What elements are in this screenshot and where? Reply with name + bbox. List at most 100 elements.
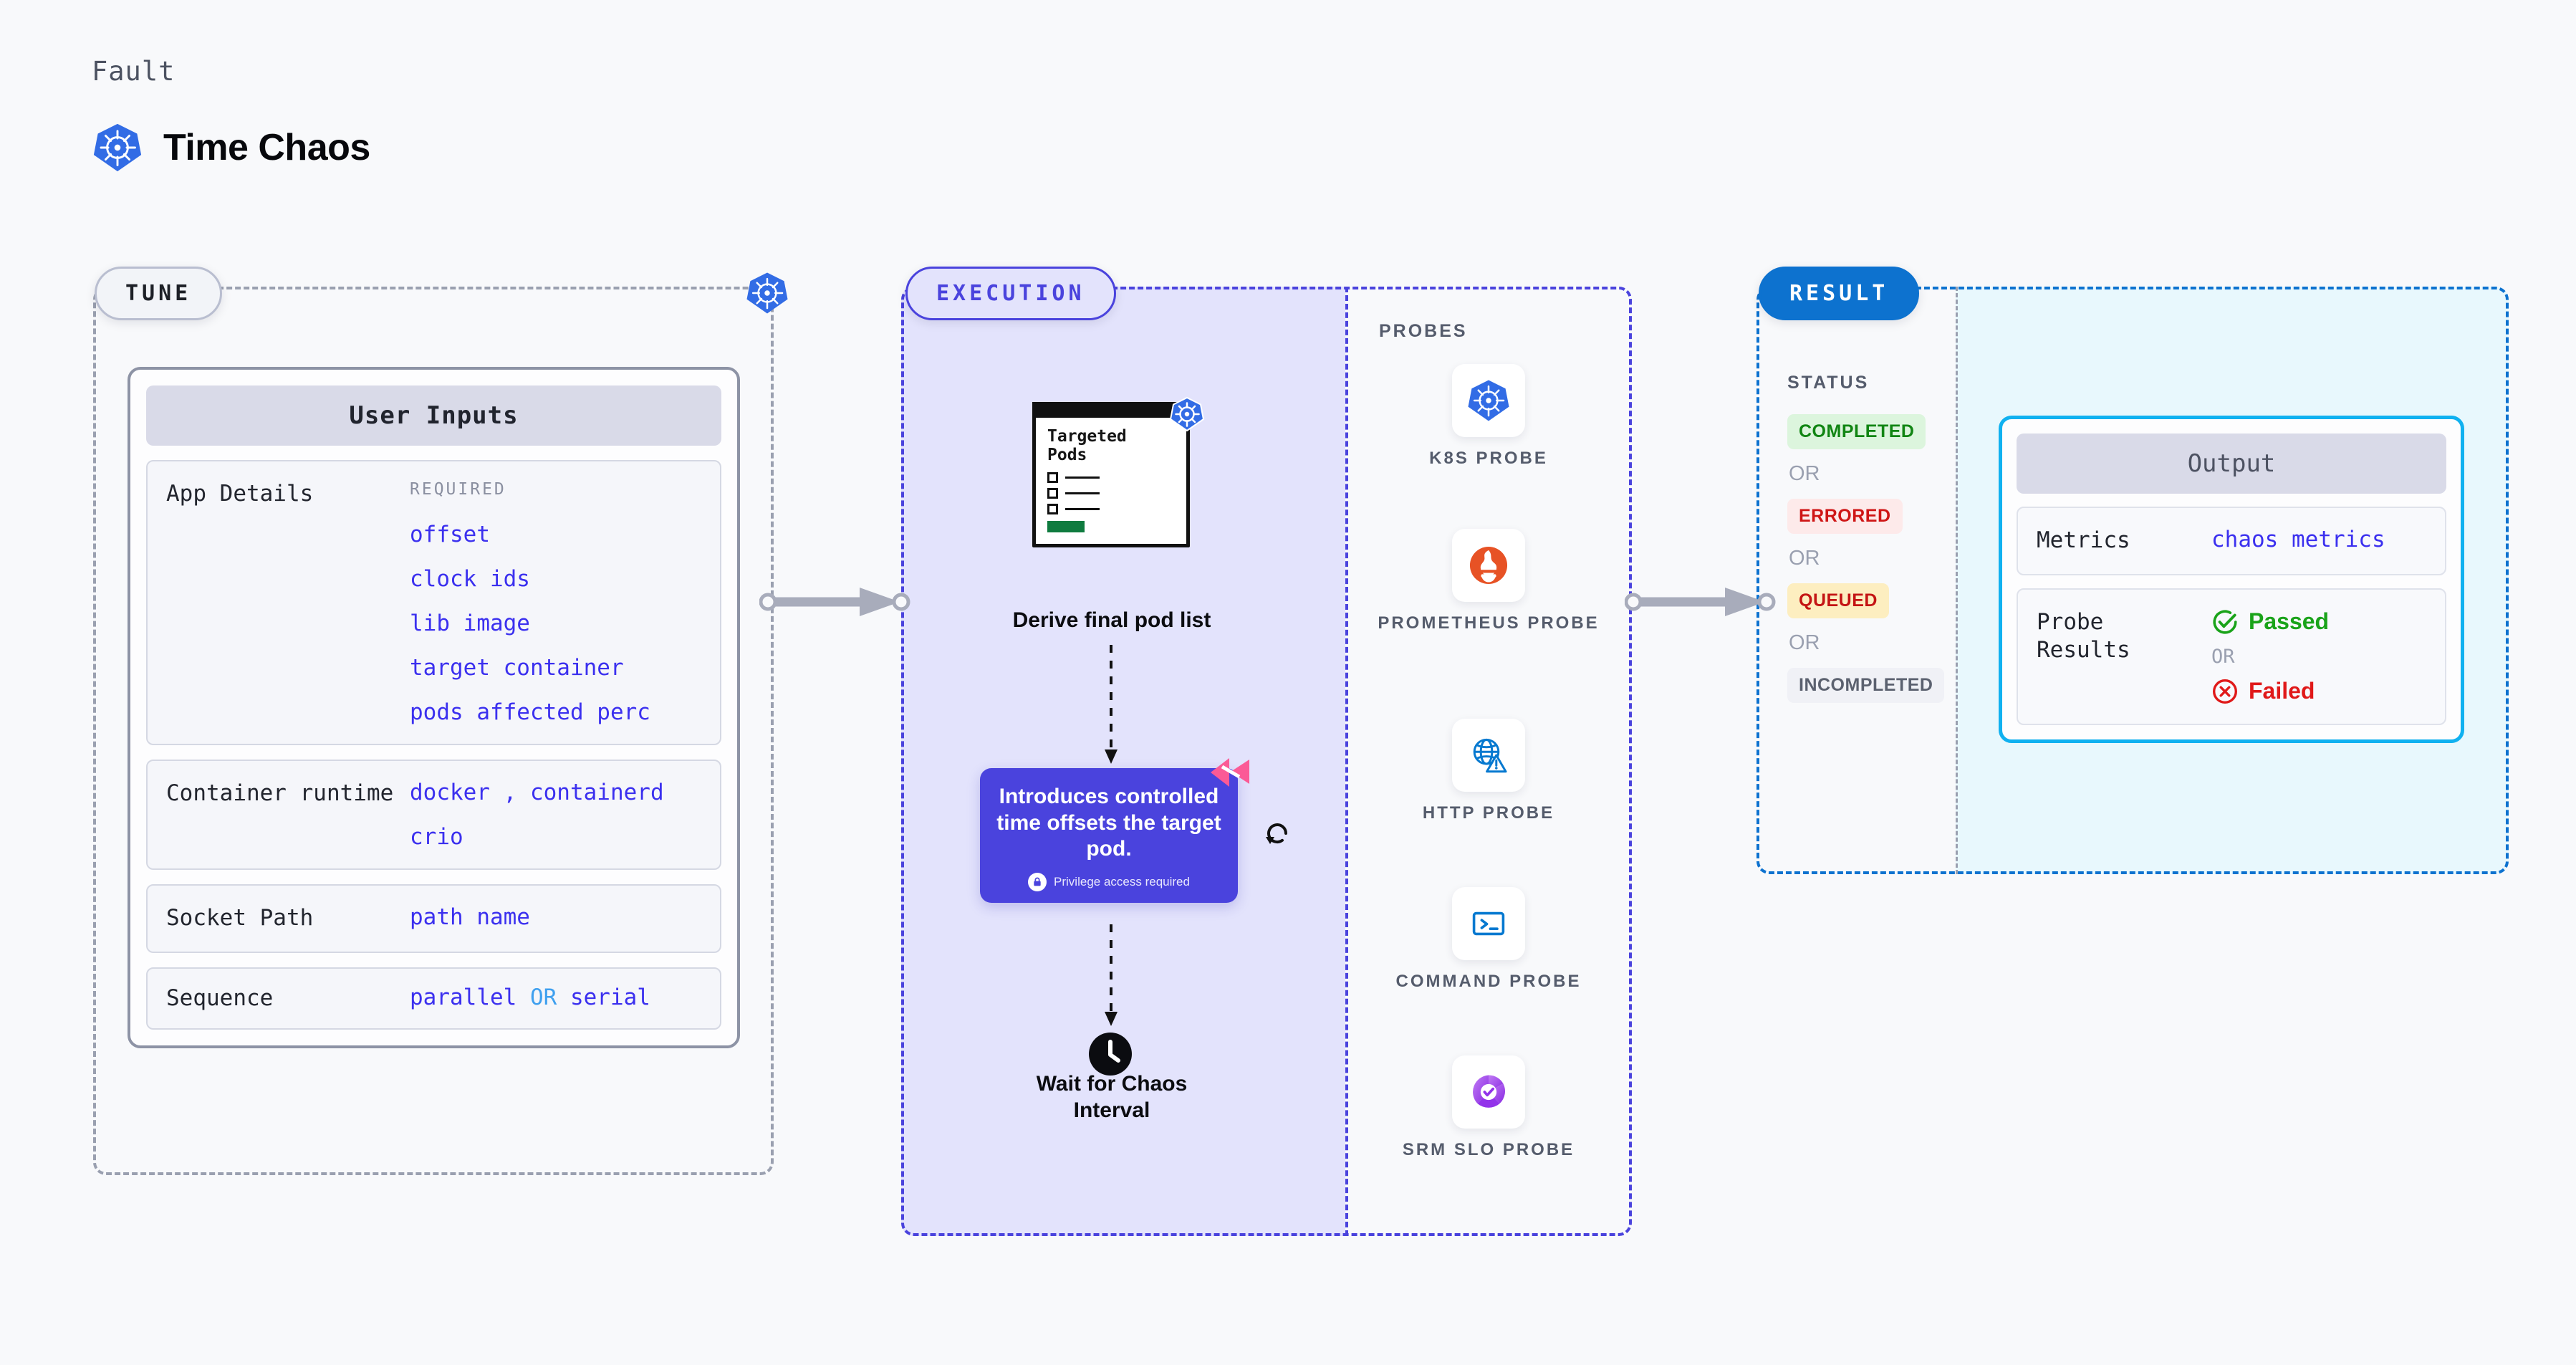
connector-execution-to-result (1625, 588, 1776, 616)
stage-pill-tune[interactable]: TUNE (95, 267, 223, 320)
probe-result-passed: Passed (2211, 608, 2329, 636)
probe-label: PROMETHEUS PROBE (1378, 613, 1600, 633)
fault-kicker: Fault (92, 56, 176, 87)
or-separator: OR (2211, 645, 2235, 668)
output-title: Output (2017, 434, 2446, 494)
status-badge: COMPLETED (1787, 414, 1926, 449)
placeholder-line (1065, 476, 1100, 479)
terminal-icon (1452, 887, 1525, 960)
tune-row-sequence: Sequence parallel OR serial (146, 967, 721, 1030)
stage-pill-result[interactable]: RESULT (1759, 267, 1920, 320)
list-item (1047, 487, 1175, 499)
tune-row-label: App Details (166, 481, 314, 507)
connector-tune-to-execution (759, 588, 910, 616)
status-badge: INCOMPLETED (1787, 668, 1945, 703)
lock-icon (1028, 872, 1047, 891)
list-item (1047, 471, 1175, 483)
probe-label: COMMAND PROBE (1395, 972, 1582, 991)
probe-k8s[interactable]: K8S PROBE (1345, 364, 1632, 469)
kubernetes-icon (745, 271, 789, 315)
output-row-probe-results: Probe Results Passed OR Failed (2017, 588, 2446, 725)
card-titlebar (1032, 402, 1190, 418)
tune-value-or: OR (529, 984, 557, 1010)
tune-row-label: Container runtime (166, 780, 394, 806)
pod-checkbox-list (1047, 471, 1175, 514)
placeholder-line (1065, 492, 1100, 494)
list-item (1047, 503, 1175, 514)
derive-pod-list-caption: Derive final pod list (1012, 608, 1211, 632)
kubernetes-icon (92, 122, 143, 173)
tune-row-label: Socket Path (166, 905, 314, 931)
output-row-value: chaos metrics (2211, 527, 2385, 552)
status-badge: ERRORED (1787, 499, 1903, 534)
clock-icon (1088, 1032, 1133, 1076)
tune-value: docker , containerd (410, 780, 664, 805)
status-list: COMPLETED OR ERRORED OR QUEUED OR INCOMP… (1787, 414, 1945, 703)
output-row-metrics: Metrics chaos metrics (2017, 507, 2446, 575)
required-label: REQUIRED (410, 480, 506, 499)
output-card: Output Metrics chaos metrics Probe Resul… (1999, 416, 2464, 743)
output-row-label: Probe Results (2037, 608, 2130, 664)
tooltip-note: Privilege access required (994, 872, 1224, 891)
probe-label: HTTP PROBE (1422, 803, 1555, 823)
tune-value: path name (410, 904, 530, 930)
probe-label: SRM SLO PROBE (1402, 1140, 1575, 1159)
targeted-pods-card: Targeted Pods (1032, 396, 1205, 547)
probes-divider (1345, 287, 1348, 1236)
fault-description-tooltip: Introduces controlled time offsets the t… (980, 758, 1249, 903)
check-circle-icon (2213, 610, 2237, 634)
tune-value: lib image (410, 610, 530, 636)
user-inputs-card: User Inputs App Details REQUIRED offset … (128, 367, 740, 1049)
tune-row-app-details: App Details REQUIRED offset clock ids li… (146, 460, 721, 745)
result-stage-frame (1756, 287, 2509, 874)
tune-value: target container (410, 655, 624, 681)
result-divider (1956, 287, 1958, 874)
tune-value: offset (410, 522, 490, 547)
status-title: STATUS (1787, 373, 1870, 393)
or-separator: OR (1789, 462, 1820, 485)
output-row-label: Metrics (2037, 527, 2130, 553)
tune-value: clock ids (410, 566, 530, 592)
checkbox-icon (1047, 471, 1058, 483)
probe-command[interactable]: COMMAND PROBE (1345, 887, 1632, 992)
x-circle-icon (2213, 679, 2237, 704)
probe-prometheus[interactable]: PROMETHEUS PROBE (1345, 529, 1632, 634)
result-status-background (1756, 287, 1956, 874)
tune-row-socket-path: Socket Path path name (146, 884, 721, 953)
probe-srm-slo[interactable]: SRM SLO PROBE (1345, 1055, 1632, 1161)
or-separator: OR (1789, 547, 1820, 570)
confirm-bar (1047, 520, 1085, 532)
page-title: Time Chaos (92, 122, 370, 173)
placeholder-line (1065, 507, 1100, 510)
wait-chaos-interval-caption: Wait for Chaos Interval (1036, 1072, 1188, 1122)
targeted-pods-title: Targeted Pods (1047, 427, 1127, 464)
tune-value: crio (410, 824, 463, 850)
probe-http[interactable]: HTTP PROBE (1345, 719, 1632, 824)
kubernetes-icon (1169, 396, 1205, 432)
prometheus-icon (1452, 529, 1525, 602)
tune-row-label: Sequence (166, 985, 274, 1011)
tune-value: parallel (410, 984, 517, 1010)
probe-result-failed-label: Failed (2249, 678, 2315, 704)
tune-stage-frame (93, 287, 774, 1175)
refresh-icon[interactable] (1261, 817, 1294, 850)
or-separator: OR (1789, 631, 1820, 654)
checkbox-icon (1047, 487, 1058, 499)
execution-stage-frame (901, 287, 1632, 1236)
probe-result-failed: Failed (2211, 678, 2329, 705)
tune-value: serial (569, 984, 650, 1010)
tooltip-text: Introduces controlled time offsets the t… (996, 785, 1221, 861)
probe-label: K8S PROBE (1429, 449, 1548, 468)
probes-title: PROBES (1379, 321, 1468, 341)
kubernetes-icon (1452, 364, 1525, 437)
checkbox-icon (1047, 503, 1058, 514)
flow-arrow-down (1105, 645, 1118, 764)
user-inputs-title: User Inputs (146, 385, 721, 446)
harness-chaos-icon (1211, 755, 1249, 790)
tooltip-note-text: Privilege access required (1054, 874, 1190, 889)
stage-pill-execution[interactable]: EXECUTION (905, 267, 1116, 320)
srm-slo-icon (1452, 1055, 1525, 1129)
page-title-text: Time Chaos (163, 127, 370, 168)
globe-warning-icon (1452, 719, 1525, 792)
